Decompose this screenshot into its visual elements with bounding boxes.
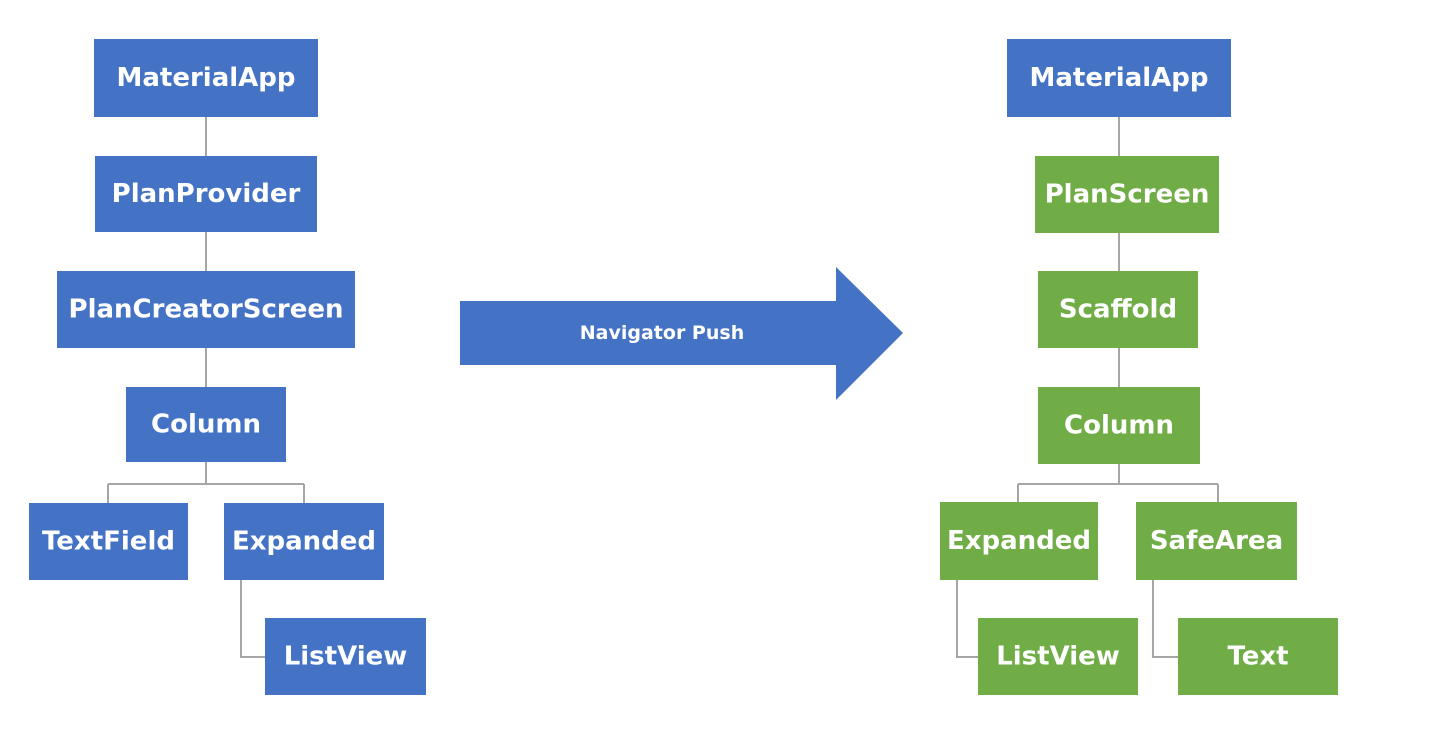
node-box xyxy=(224,503,384,580)
node-label: TextField xyxy=(42,527,175,557)
node-expanded: Expanded xyxy=(224,503,384,580)
connector-expanded-listview xyxy=(956,580,980,658)
node-listview: ListView xyxy=(265,618,426,695)
node-planprovider: PlanProvider xyxy=(95,156,317,232)
node-box xyxy=(1178,618,1338,695)
node-box xyxy=(940,502,1098,580)
node-box xyxy=(265,618,426,695)
node-planscreen: PlanScreen xyxy=(1035,156,1219,233)
right-tree-connectors xyxy=(956,117,1219,658)
node-label: ListView xyxy=(996,642,1120,672)
arrow-shape xyxy=(460,267,903,400)
node-box xyxy=(1035,156,1219,233)
node-label: PlanProvider xyxy=(112,179,301,209)
node-box xyxy=(95,156,317,232)
node-label: Expanded xyxy=(232,527,376,557)
node-box xyxy=(1007,39,1231,117)
node-label: Column xyxy=(151,410,261,440)
left-tree: MaterialApp PlanProvider PlanCreatorScre… xyxy=(29,39,426,695)
node-column: Column xyxy=(1038,387,1200,464)
node-materialapp: MaterialApp xyxy=(94,39,318,117)
right-tree: MaterialApp PlanScreen Scaffold Column E… xyxy=(940,39,1338,695)
node-scaffold: Scaffold xyxy=(1038,271,1198,348)
connector-safearea-text xyxy=(1152,580,1180,658)
node-box xyxy=(1038,387,1200,464)
node-box xyxy=(978,618,1138,695)
node-box xyxy=(29,503,188,580)
node-box xyxy=(94,39,318,117)
connector-column-children xyxy=(107,462,305,503)
navigator-push-arrow: Navigator Push xyxy=(460,267,903,400)
arrow-label: Navigator Push xyxy=(580,322,744,344)
node-materialapp: MaterialApp xyxy=(1007,39,1231,117)
node-text: Text xyxy=(1178,618,1338,695)
node-label: SafeArea xyxy=(1150,526,1283,556)
node-expanded: Expanded xyxy=(940,502,1098,580)
node-label: MaterialApp xyxy=(1029,63,1208,93)
connector-column-children xyxy=(1017,464,1219,502)
node-label: Column xyxy=(1064,411,1174,441)
node-box xyxy=(126,387,286,462)
node-plancreatorscreen: PlanCreatorScreen xyxy=(57,271,355,348)
connector-expanded-listview xyxy=(240,580,267,658)
node-label: Text xyxy=(1227,642,1288,672)
node-listview: ListView xyxy=(978,618,1138,695)
node-label: PlanCreatorScreen xyxy=(69,295,344,325)
node-label: MaterialApp xyxy=(116,63,295,93)
node-label: Scaffold xyxy=(1059,295,1177,325)
node-label: PlanScreen xyxy=(1045,180,1210,210)
node-label: ListView xyxy=(284,642,408,672)
left-tree-connectors xyxy=(107,117,305,658)
node-textfield: TextField xyxy=(29,503,188,580)
node-box xyxy=(57,271,355,348)
node-box xyxy=(1136,502,1297,580)
node-label: Expanded xyxy=(947,526,1091,556)
node-safearea: SafeArea xyxy=(1136,502,1297,580)
node-column: Column xyxy=(126,387,286,462)
node-box xyxy=(1038,271,1198,348)
